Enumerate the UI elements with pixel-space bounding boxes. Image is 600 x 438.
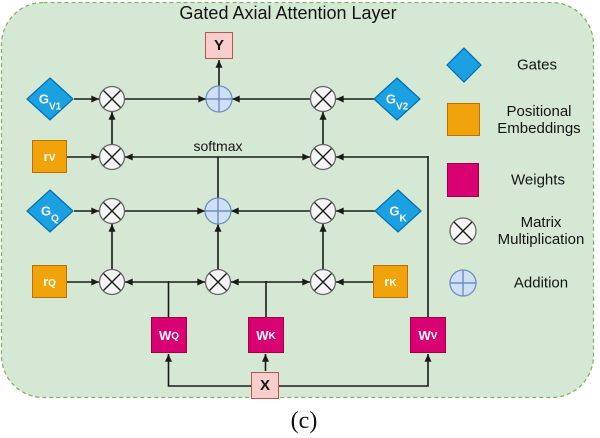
legend-addition-icon [449,269,477,297]
legend-addition-label: Addition [513,274,569,292]
gate-gk-label: GK [389,203,407,225]
input-node-x: X [251,372,279,399]
diagram-title: Gated Axial Attention Layer [179,3,397,23]
figure-caption: (c) [290,408,318,434]
legend-matmul-icon [449,217,477,245]
gate-gk-diamond [374,189,422,233]
rq-label: r [43,274,49,289]
rv-label: r [43,149,49,164]
matmul-node [98,268,126,296]
matmul-node [204,268,232,296]
gate-gv2-diamond [373,77,421,121]
legend-weights-swatch [447,163,479,197]
edge-x-to-wq [165,353,251,387]
softmax-label: softmax [193,138,243,154]
gate-gv2-label: GV2 [385,91,409,113]
diagram-panel [0,1,595,399]
legend-weights-label: Weights [511,171,565,189]
legend-positional-label: Positional Embeddings [497,103,581,137]
matmul-node [98,85,126,113]
matmul-node [98,197,126,225]
matmul-node [309,143,337,171]
matmul-node [309,197,337,225]
input-node-label: X [259,377,270,394]
wv-label: W [418,327,431,343]
legend-matmul-label: Matrix Multiplication [497,214,585,248]
gate-gv1-diamond [26,77,74,121]
gate-gq-diamond [26,189,74,233]
gate-gq-label: GQ [41,203,59,225]
legend-gates-diamond [446,47,482,83]
gate-gv1-label: GV1 [38,91,62,113]
wk-label: W [256,327,269,343]
matmul-node [309,268,337,296]
edge-x-to-wv [279,353,432,387]
matmul-node [98,143,126,171]
addition-node [205,85,233,113]
wq-label: W [158,327,172,343]
rk-label: r [384,274,390,289]
legend-gates-label: Gates [516,56,558,74]
connector-edges [67,59,432,387]
matmul-node [309,85,337,113]
legend-positional-swatch [447,103,480,136]
output-node-y: Y [205,32,233,59]
addition-node [204,197,232,225]
output-node-label: Y [213,37,224,54]
